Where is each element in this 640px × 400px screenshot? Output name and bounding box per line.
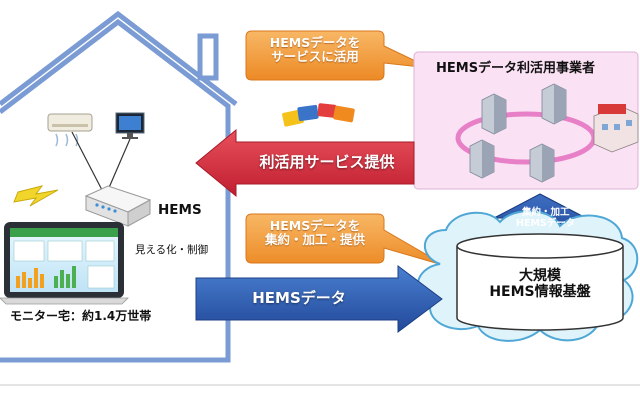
- callout-mid-line1: HEMSデータを: [269, 218, 361, 233]
- callout-mid-shape: [245, 213, 447, 267]
- factory-icon: [593, 104, 639, 153]
- callout-top-line2: サービスに活用: [271, 49, 359, 65]
- lightning-icon: [13, 185, 59, 207]
- hems-label: HEMS: [158, 202, 202, 218]
- data-arrow-shape: [195, 265, 443, 333]
- service-cards-icon: [282, 103, 355, 127]
- callout-top-text: HEMSデータを サービスに活用: [248, 35, 382, 65]
- platform-line2: HEMS情報基盤: [489, 284, 591, 301]
- data-arrow-label: HEMSデータ: [252, 289, 346, 307]
- service-arrow-shape: [195, 128, 415, 198]
- tv-icon: [115, 112, 145, 139]
- house-outline: [0, 10, 238, 363]
- service-arrow-label: 利活用サービス提供: [259, 153, 395, 171]
- callout-top-shape: [245, 30, 431, 81]
- monitor-homes-label: モニター宅：約1.4万世帯: [10, 309, 152, 323]
- visualize-control-label: 見える化・制御: [135, 244, 209, 256]
- platform-label: 大規模 HEMS情報基盤: [470, 268, 610, 300]
- business-title: HEMSデータ利活用事業者: [436, 61, 596, 76]
- callout-mid-text: HEMSデータを 集約・加工・提供: [248, 218, 382, 248]
- platform-cylinder: [456, 233, 624, 331]
- callout-top-line1: HEMSデータを: [269, 35, 361, 50]
- callout-mid-line2: 集約・加工・提供: [264, 232, 365, 248]
- up-arrow-line1: 集約・加工: [522, 207, 570, 218]
- hems-controller-icon: [84, 185, 152, 227]
- air-conditioner-icon: [47, 113, 93, 147]
- up-arrow-line2: HEMSデータ: [516, 217, 576, 229]
- tablet-monitor-icon: [0, 222, 129, 305]
- device-wires: [71, 131, 131, 191]
- up-arrow-text: 集約・加工 HEMSデータ: [516, 207, 575, 230]
- building-icon: [469, 83, 567, 183]
- chimney: [197, 33, 219, 81]
- platform-line1: 大規模: [519, 268, 561, 284]
